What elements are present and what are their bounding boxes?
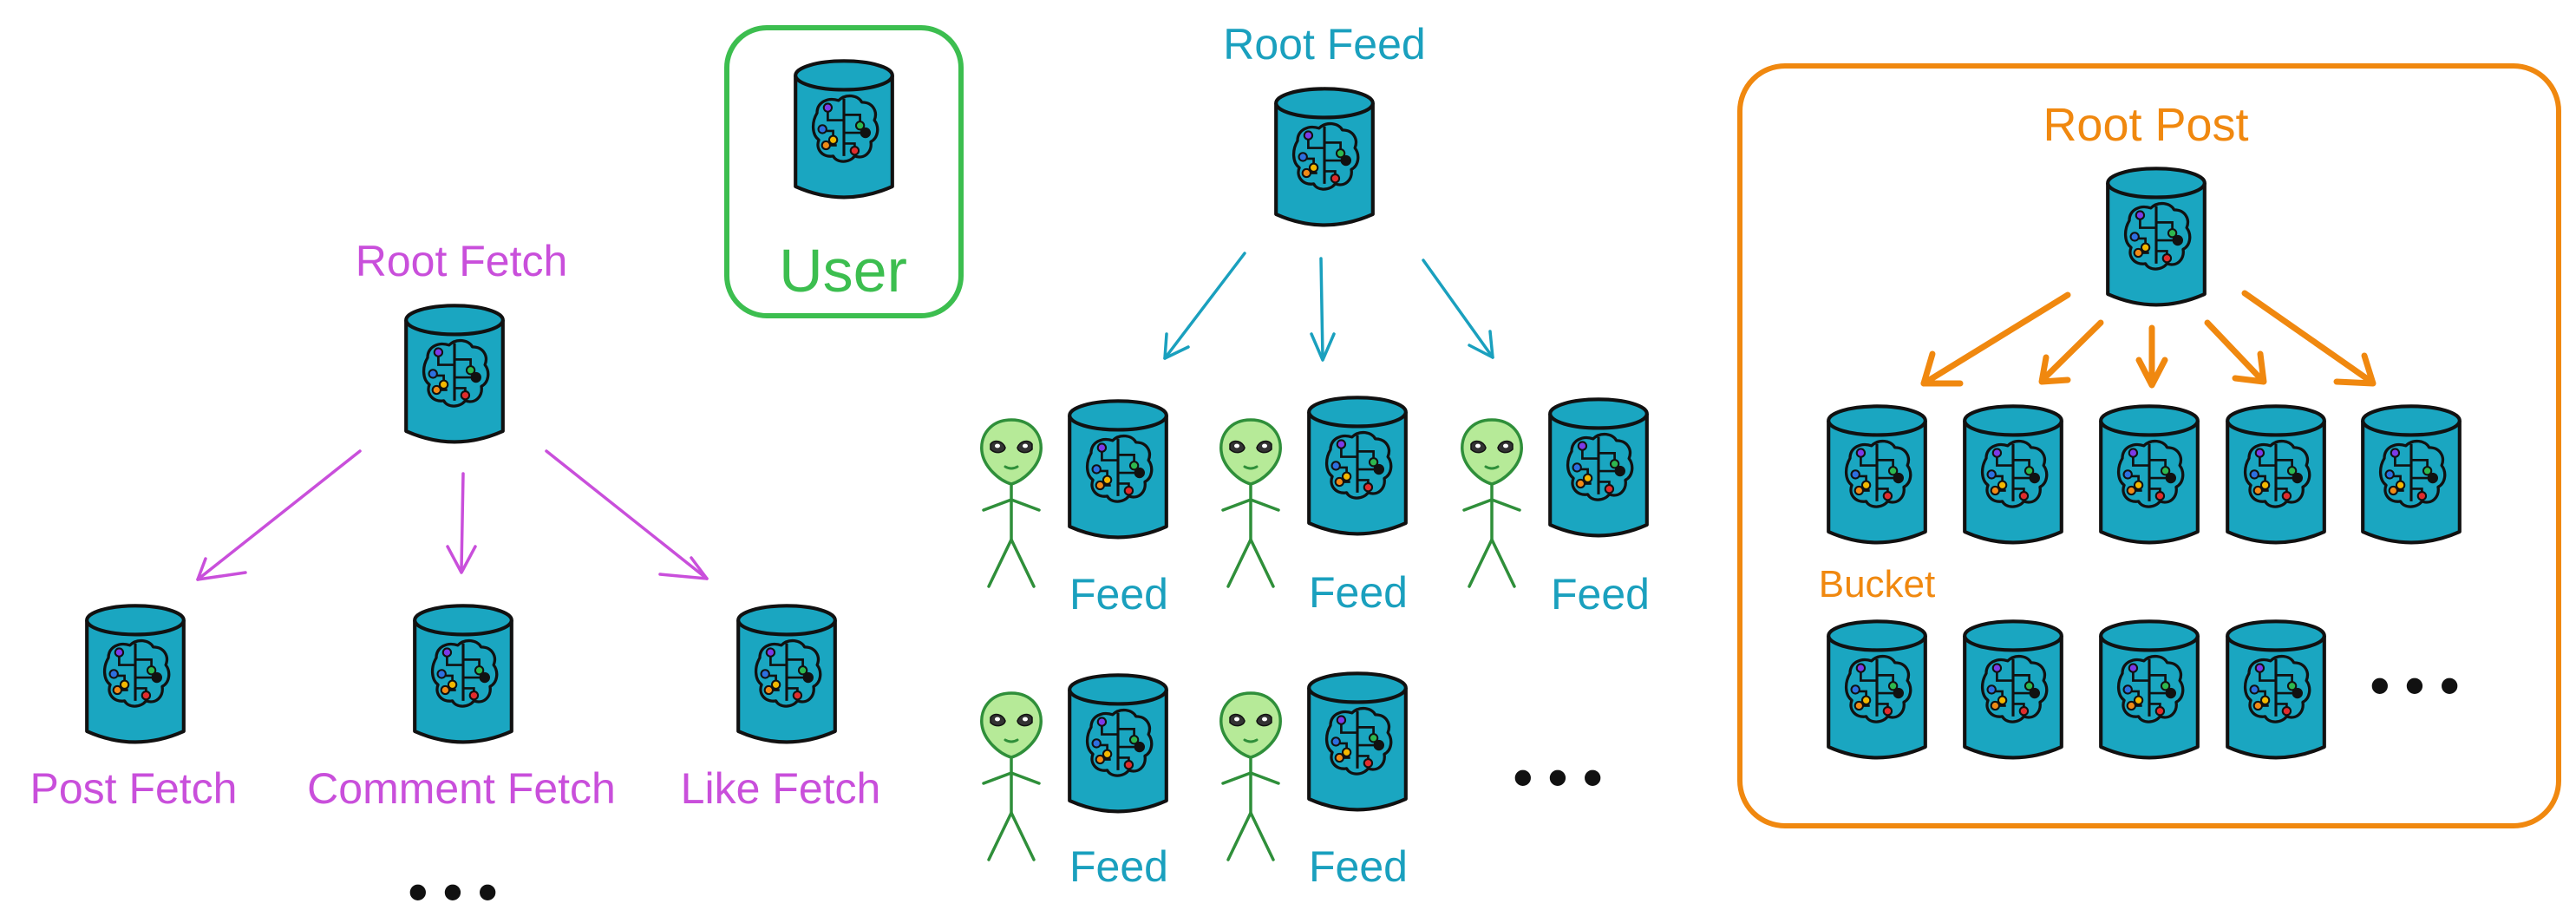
user-box-frame xyxy=(724,25,964,318)
feed-tree: Root Feed Feed Feed Feed Feed xyxy=(980,20,1650,891)
root-feed-label: Root Feed xyxy=(1223,20,1425,69)
arrow-icon xyxy=(1920,291,2071,387)
alien-user-icon xyxy=(1219,418,1282,588)
post-fetch-database-icon xyxy=(87,606,184,742)
post-arrows xyxy=(1920,290,2377,389)
feed-database-icon xyxy=(1309,673,1406,809)
bucket-database-icon xyxy=(2363,406,2460,542)
post-fetch-label: Post Fetch xyxy=(30,764,238,813)
post-more-ellipsis: • • • xyxy=(2370,654,2460,717)
feed-database-icon xyxy=(1550,399,1647,535)
bucket-database-icon xyxy=(2101,406,2198,542)
alien-user-icon xyxy=(980,691,1043,861)
like-fetch-label: Like Fetch xyxy=(681,764,881,813)
user-database-icon xyxy=(795,61,892,197)
arrow-icon xyxy=(446,472,477,574)
comment-fetch-label: Comment Fetch xyxy=(307,764,616,813)
alien-user-icon xyxy=(1461,418,1523,588)
feed-database-icon xyxy=(1069,401,1167,537)
arrow-icon xyxy=(2241,290,2377,387)
bucket-database-icon xyxy=(1965,621,2062,757)
arrow-icon xyxy=(2204,319,2267,385)
bucket-database-icon xyxy=(2101,621,2198,757)
arrow-icon xyxy=(1422,259,1494,359)
feed-label: Feed xyxy=(1069,842,1168,891)
like-fetch-database-icon xyxy=(738,606,835,742)
alien-user-icon xyxy=(980,418,1043,588)
bucket-label: Bucket xyxy=(1819,563,1936,606)
root-post-label: Root Post xyxy=(2043,99,2248,151)
feed-label: Feed xyxy=(1551,570,1650,619)
fetch-arrows xyxy=(196,449,709,581)
bucket-database-icon xyxy=(1828,621,1925,757)
user-label: User xyxy=(779,237,907,304)
user-box: User xyxy=(724,25,964,318)
arrow-icon xyxy=(2135,324,2168,389)
post-box: Root Post Bucket xyxy=(1737,63,2561,828)
feed-label: Feed xyxy=(1069,570,1168,619)
feed-label: Feed xyxy=(1309,842,1408,891)
fetch-tree: Root Fetch Post Fetch Comment Fetch Like… xyxy=(30,237,881,923)
bucket-database-icon xyxy=(1965,406,2062,542)
root-fetch-label: Root Fetch xyxy=(356,237,568,285)
arrow-icon xyxy=(1163,252,1246,360)
bucket-database-icon xyxy=(2227,406,2324,542)
feed-more-ellipsis: • • • xyxy=(1514,746,1603,808)
root-post-database-icon xyxy=(2108,168,2205,304)
root-fetch-database-icon xyxy=(406,305,503,442)
feed-label: Feed xyxy=(1309,568,1408,617)
feed-database-icon xyxy=(1069,675,1167,811)
arrow-icon xyxy=(2038,319,2104,385)
bucket-database-icon xyxy=(1828,406,1925,542)
post-box-frame xyxy=(1737,63,2561,828)
alien-user-icon xyxy=(1219,691,1282,861)
feed-arrows xyxy=(1163,252,1494,362)
fetch-more-ellipsis: • • • xyxy=(409,861,498,923)
arrow-icon xyxy=(196,449,362,581)
root-feed-database-icon xyxy=(1276,88,1373,225)
feed-database-icon xyxy=(1309,397,1406,534)
bucket-database-icon xyxy=(2227,621,2324,757)
arrow-icon xyxy=(545,449,709,580)
comment-fetch-database-icon xyxy=(415,606,512,742)
arrow-icon xyxy=(1310,257,1336,362)
